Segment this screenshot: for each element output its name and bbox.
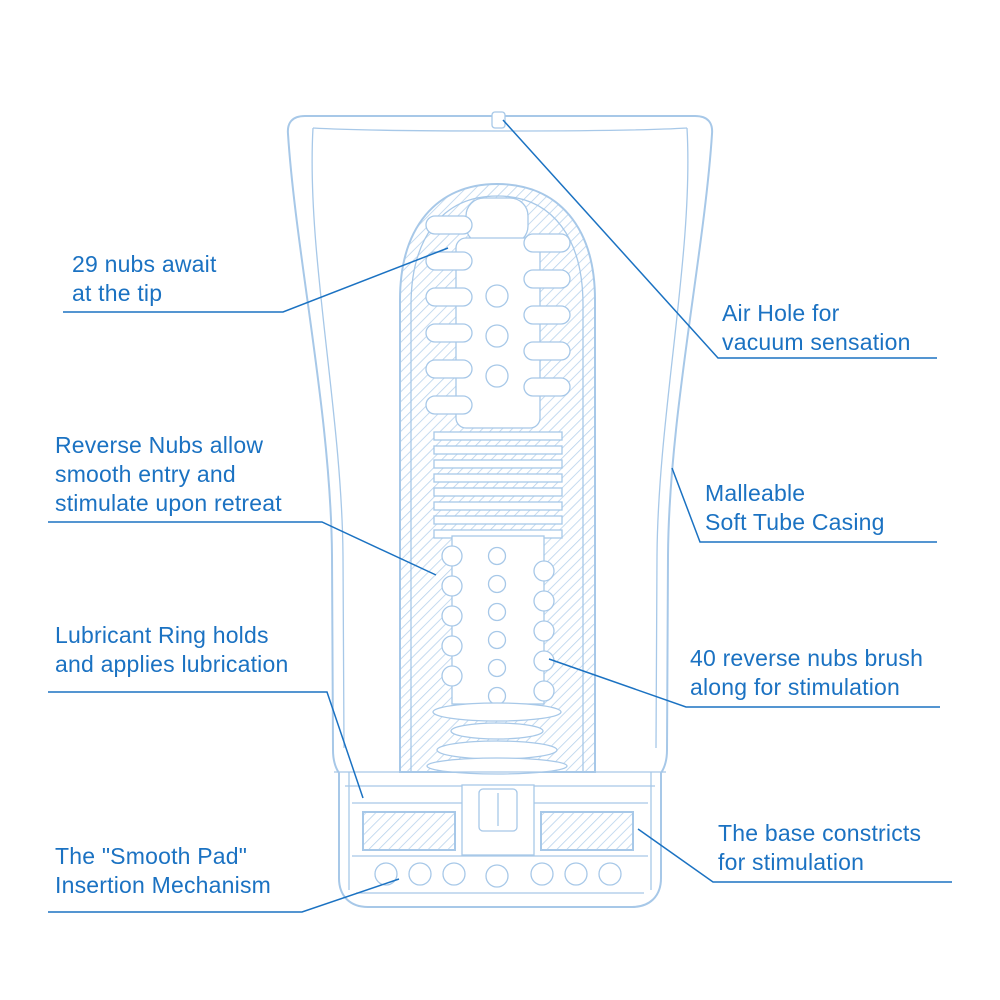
lubricant-ring-left bbox=[362, 811, 456, 851]
leader-forty-reverse-nubs bbox=[548, 658, 940, 708]
leader-soft-tube-casing bbox=[671, 467, 937, 543]
callout-lubricant-ring: Lubricant Ring holds and applies lubrica… bbox=[55, 622, 289, 677]
outer-casing bbox=[286, 111, 714, 908]
base-assembly bbox=[334, 771, 666, 894]
leader-reverse-nubs-entry bbox=[48, 521, 437, 576]
leader-air-hole bbox=[502, 119, 937, 359]
callout-forty-reverse-nubs: 40 reverse nubs brush along for stimulat… bbox=[690, 645, 924, 700]
callout-soft-tube-casing: Malleable Soft Tube Casing bbox=[705, 480, 885, 535]
lubricant-ring-right bbox=[540, 811, 634, 851]
callout-air-hole: Air Hole for vacuum sensation bbox=[722, 300, 911, 355]
callout-smooth-pad: The "Smooth Pad" Insertion Mechanism bbox=[55, 843, 271, 898]
leader-base-constricts bbox=[637, 828, 952, 883]
air-hole-slot bbox=[491, 111, 506, 129]
leader-lubricant-ring bbox=[48, 691, 364, 799]
leader-lines bbox=[48, 119, 952, 913]
leader-smooth-pad bbox=[48, 878, 400, 913]
callout-base-constricts: The base constricts for stimulation bbox=[718, 820, 922, 875]
callout-reverse-nubs-entry: Reverse Nubs allow smooth entry and stim… bbox=[55, 432, 282, 516]
leader-tip-nubs bbox=[63, 247, 449, 313]
inner-channel bbox=[425, 197, 571, 775]
callout-tip-nubs: 29 nubs await at the tip bbox=[72, 251, 217, 306]
